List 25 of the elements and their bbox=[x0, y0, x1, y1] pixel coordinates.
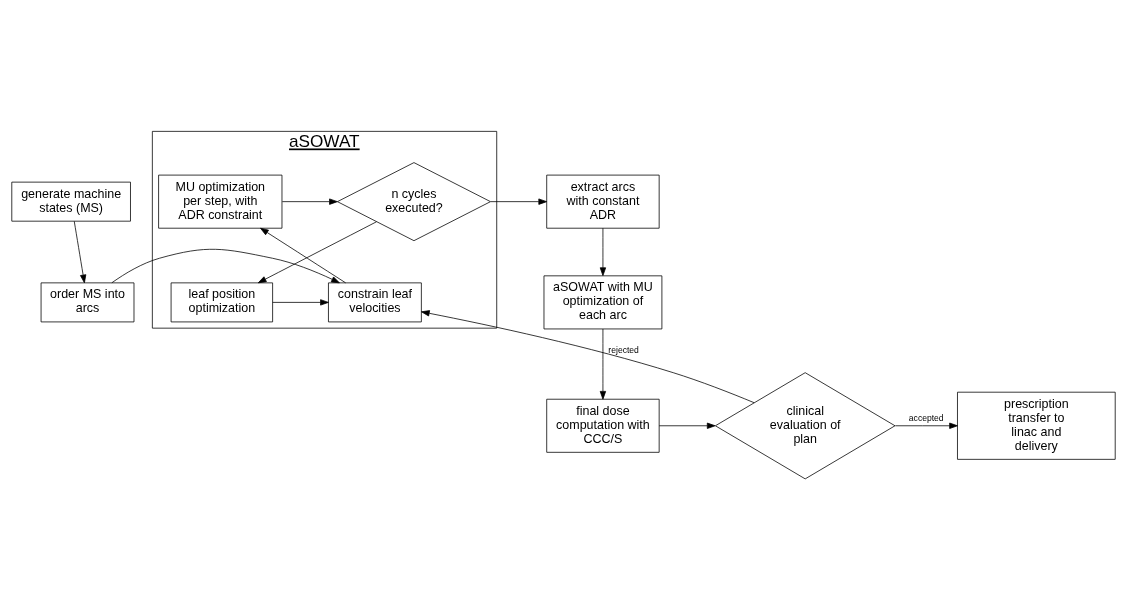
node-box: generate machine states (MS) bbox=[11, 181, 131, 222]
arrow bbox=[73, 220, 87, 284]
node-box: final dose computation with CCC/S bbox=[546, 398, 660, 453]
node-diamond: n cycles executed? bbox=[337, 162, 491, 242]
edge-label: accepted bbox=[908, 412, 944, 423]
arrow bbox=[272, 299, 329, 306]
node-box: constrain leaf velocities bbox=[328, 282, 422, 323]
arrow bbox=[490, 198, 547, 205]
node-box: MU optimization per step, with ADR constraint bbox=[158, 174, 283, 229]
node-box: leaf position optimization bbox=[170, 282, 273, 323]
arrow bbox=[257, 221, 377, 284]
arrow bbox=[599, 227, 607, 276]
arrow bbox=[894, 422, 958, 429]
edge-label: rejected bbox=[608, 344, 639, 355]
node-box: aSOWAT with MU optimization of each arc bbox=[543, 275, 663, 330]
node-box: prescription transfer to linac and delivery bbox=[957, 391, 1116, 460]
arrow bbox=[111, 248, 340, 284]
arrow bbox=[658, 422, 716, 429]
arrow bbox=[281, 198, 338, 205]
node-box: extract arcs with constant ADR bbox=[546, 174, 660, 229]
arrow bbox=[260, 227, 346, 284]
arrow bbox=[421, 310, 755, 404]
node-diamond: clinical evaluation of plan bbox=[715, 372, 896, 480]
arrow bbox=[599, 328, 607, 400]
node-box: order MS into arcs bbox=[40, 282, 135, 323]
